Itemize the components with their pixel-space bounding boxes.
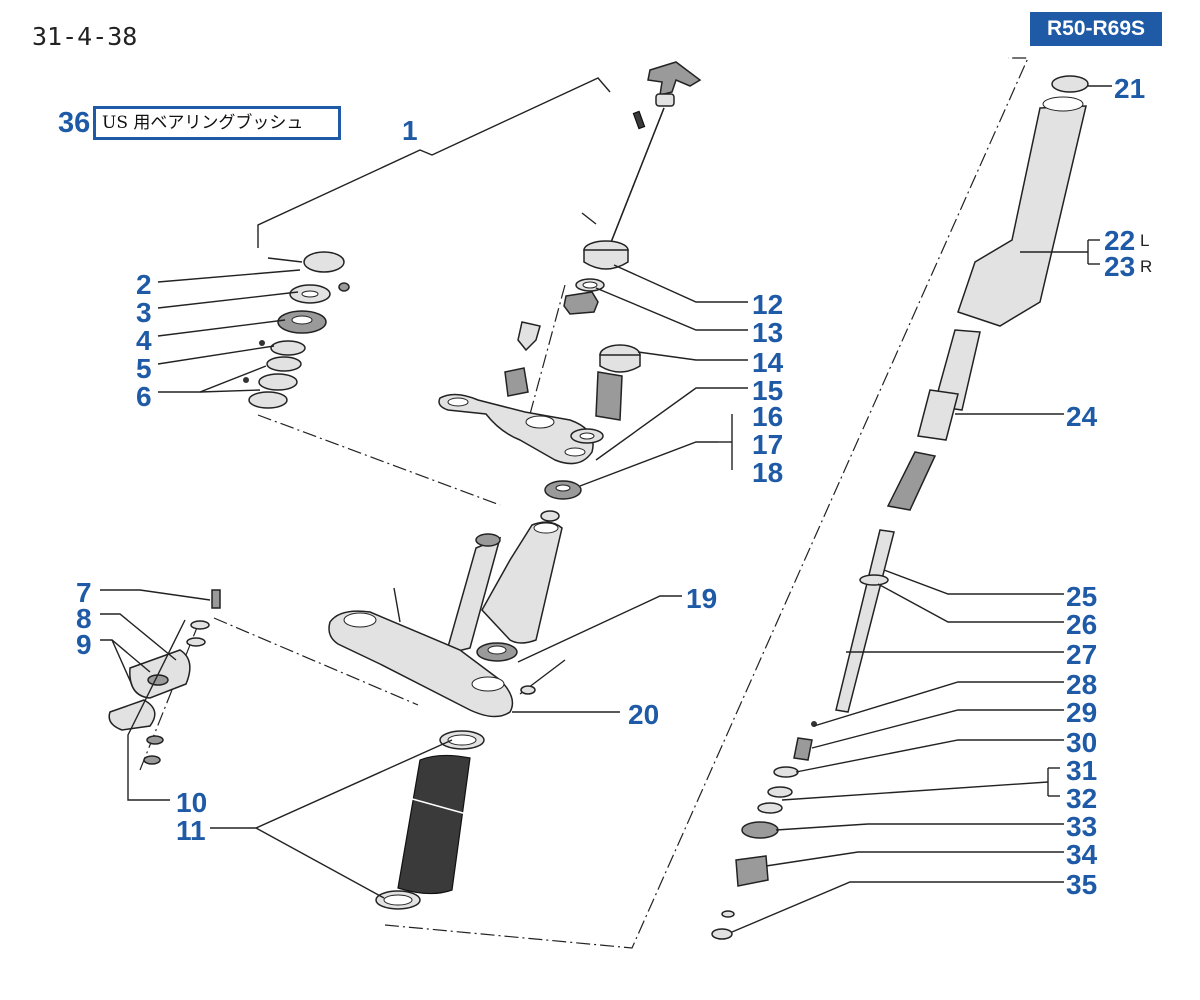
- bearing-cup-part-4: [277, 310, 327, 334]
- damper-small-pins: [581, 110, 646, 225]
- callout-16: 16: [752, 401, 783, 432]
- damper-cylinder: [583, 240, 629, 270]
- callout-22-suffix: L: [1140, 231, 1149, 250]
- callout-15: 15: [752, 375, 783, 406]
- model-badge: R50-R69S: [1030, 12, 1162, 46]
- bearing-part-19: [476, 642, 518, 662]
- callout-1: 1: [402, 115, 418, 146]
- lock-bolt-part-7: [211, 589, 221, 609]
- callout-2: 2: [136, 269, 152, 300]
- callout-31: 31: [1066, 755, 1097, 786]
- fork-cap-part-21: [1051, 75, 1089, 93]
- cap-part-14: [599, 344, 641, 373]
- washer-15: [570, 428, 604, 444]
- bearing-16-18: [540, 480, 582, 522]
- spring-part-15: [595, 371, 623, 421]
- rings-part-6: [243, 373, 298, 409]
- rings-part-5: [259, 340, 306, 372]
- fork-spring: [886, 451, 937, 511]
- headstock: [481, 521, 563, 644]
- group-bracket-1: [257, 77, 611, 248]
- callout-4: 4: [136, 325, 152, 356]
- callout-17: 17: [752, 429, 783, 460]
- callout-34: 34: [1066, 839, 1098, 870]
- callout-labels: 1 2 3 4 5 6 7 8 9 10 11 12 13 14 15 16 1…: [76, 73, 1152, 900]
- damper-rod-part-25-27: [835, 529, 895, 713]
- callout-12: 12: [752, 289, 783, 320]
- page-id: 31-4-38: [32, 22, 138, 51]
- fork-upper-cover-part-22-23: [957, 96, 1087, 327]
- bridge-bolt: [504, 321, 541, 397]
- callout-22: 22: [1104, 225, 1135, 256]
- callout-3: 3: [136, 297, 152, 328]
- callout-23: 23: [1104, 251, 1135, 282]
- upper-fork-bridge: [438, 393, 594, 465]
- callout-29: 29: [1066, 697, 1097, 728]
- callout-9: 9: [76, 629, 92, 660]
- steering-stem-tube: [444, 533, 502, 656]
- lock-plate-part-9: [129, 649, 191, 699]
- damper-nut: [563, 291, 599, 315]
- callout-27: 27: [1066, 639, 1097, 670]
- clamp-bolt-part-2: [267, 251, 350, 292]
- callout-20: 20: [628, 699, 659, 730]
- callout-24: 24: [1066, 401, 1098, 432]
- callout-13: 13: [752, 317, 783, 348]
- lock-bracket-part-10: [108, 699, 164, 765]
- washers-part-8: [186, 620, 210, 647]
- fork-gaiter: [397, 754, 471, 895]
- callout-32: 32: [1066, 783, 1097, 814]
- callout-28: 28: [1066, 669, 1097, 700]
- callout-18: 18: [752, 457, 783, 488]
- rings-31-32: [757, 786, 793, 814]
- callout-6: 6: [136, 381, 152, 412]
- callout-5: 5: [136, 353, 152, 384]
- bushing-note-box: US 用ベアリングブッシュ: [93, 106, 341, 140]
- fork-tube-part-24: [917, 329, 981, 441]
- slider-cap-part-34: [735, 855, 769, 887]
- callout-10: 10: [176, 787, 207, 818]
- damper-washer: [575, 278, 605, 292]
- callout-7: 7: [76, 577, 92, 608]
- callout-30: 30: [1066, 727, 1097, 758]
- callout-19: 19: [686, 583, 717, 614]
- callout-25: 25: [1066, 581, 1097, 612]
- callout-21: 21: [1114, 73, 1145, 104]
- callout-33: 33: [1066, 811, 1097, 842]
- bolt-part-20: [519, 659, 566, 695]
- lower-fork-bridge: [328, 587, 514, 718]
- leader-lines: [100, 85, 1112, 933]
- callout-23-suffix: R: [1140, 257, 1152, 276]
- callout-26: 26: [1066, 609, 1097, 640]
- slider-nut-part-33: [741, 821, 779, 839]
- callout-35: 35: [1066, 869, 1097, 900]
- gaiter-ring-top: [439, 730, 485, 750]
- washer-part-3: [289, 284, 331, 304]
- callout-14: 14: [752, 347, 784, 378]
- steering-damper-knob: [605, 61, 702, 256]
- callout-11: 11: [176, 815, 206, 846]
- callout-8: 8: [76, 603, 92, 634]
- drain-bolt-part-35: [711, 910, 735, 940]
- gaiter-ring-bottom: [375, 890, 421, 910]
- bushing-callout-number: 36: [58, 107, 91, 139]
